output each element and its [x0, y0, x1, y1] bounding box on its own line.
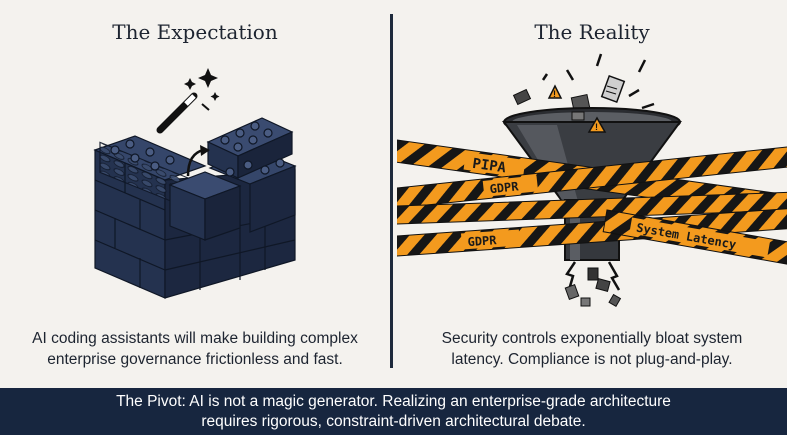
- tape-label-pipa: PIPA: [471, 156, 507, 177]
- expectation-caption-line-1: AI coding assistants will make building …: [32, 330, 358, 347]
- funnel-illustration: ! !: [397, 53, 787, 308]
- debris: !: [512, 53, 655, 117]
- reality-panel: The Reality !: [397, 0, 787, 388]
- expectation-panel: The Expectation: [0, 0, 390, 388]
- tape-label-gdpr-2: GDPR: [467, 233, 498, 249]
- expectation-title: The Expectation: [112, 20, 278, 44]
- reality-caption-line-1: Security controls exponentially bloat sy…: [441, 330, 743, 347]
- panel-divider: [390, 14, 393, 368]
- pivot-line-1: The Pivot: AI is not a magic generator. …: [116, 393, 671, 410]
- building-blocks-illustration: [93, 68, 297, 299]
- reality-caption: Security controls exponentially bloat sy…: [397, 328, 787, 370]
- pivot-line-2: requires rigorous, constraint-driven arc…: [201, 413, 586, 430]
- expectation-caption-line-2: enterprise governance frictionless and f…: [47, 351, 343, 368]
- curved-arrow-icon: [186, 145, 210, 177]
- block-wall: [93, 117, 297, 299]
- reality-caption-line-2: latency. Compliance is not plug-and-play…: [451, 351, 733, 368]
- svg-text:!: !: [553, 89, 556, 99]
- magic-wand-icon: [156, 68, 220, 134]
- caution-tapes: PIPA GDPR GDPR System Latency: [397, 138, 787, 267]
- svg-text:!: !: [595, 122, 598, 132]
- reality-title: The Reality: [534, 20, 650, 44]
- broken-fragments: [564, 261, 622, 308]
- expectation-caption: AI coding assistants will make building …: [0, 328, 390, 370]
- tape-label-gdpr-1: GDPR: [489, 179, 520, 196]
- pivot-footer: The Pivot: AI is not a magic generator. …: [0, 388, 787, 435]
